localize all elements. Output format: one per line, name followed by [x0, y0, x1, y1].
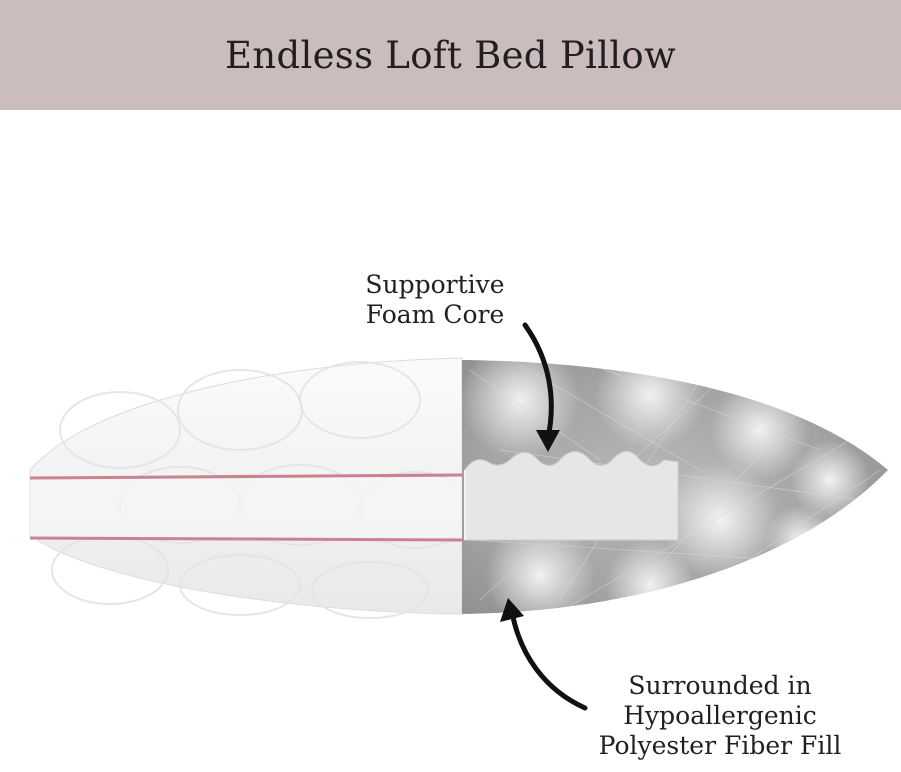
pillow-shell: [29, 357, 471, 619]
header-band: [0, 0, 901, 110]
foam-core-callout-line-2: Foam Core: [365, 300, 505, 329]
fiber-fill-callout: Surrounded in Hypoallergenic Polyester F…: [565, 671, 875, 761]
fiber-fill-callout-line-1: Surrounded in: [628, 671, 812, 700]
foam-core-callout: Supportive Foam Core: [300, 270, 570, 330]
fiber-fill-arrow: [500, 598, 588, 711]
foam-core-arrow: [522, 322, 560, 452]
fiber-fill-callout-line-3: Polyester Fiber Fill: [598, 731, 842, 760]
page-title: Endless Loft Bed Pillow: [225, 34, 676, 77]
fiber-fill-callout-line-2: Hypoallergenic: [623, 701, 817, 730]
foam-core-callout-line-1: Supportive: [365, 270, 505, 299]
foam-core: [464, 451, 679, 541]
pillow-piping: [29, 473, 463, 542]
